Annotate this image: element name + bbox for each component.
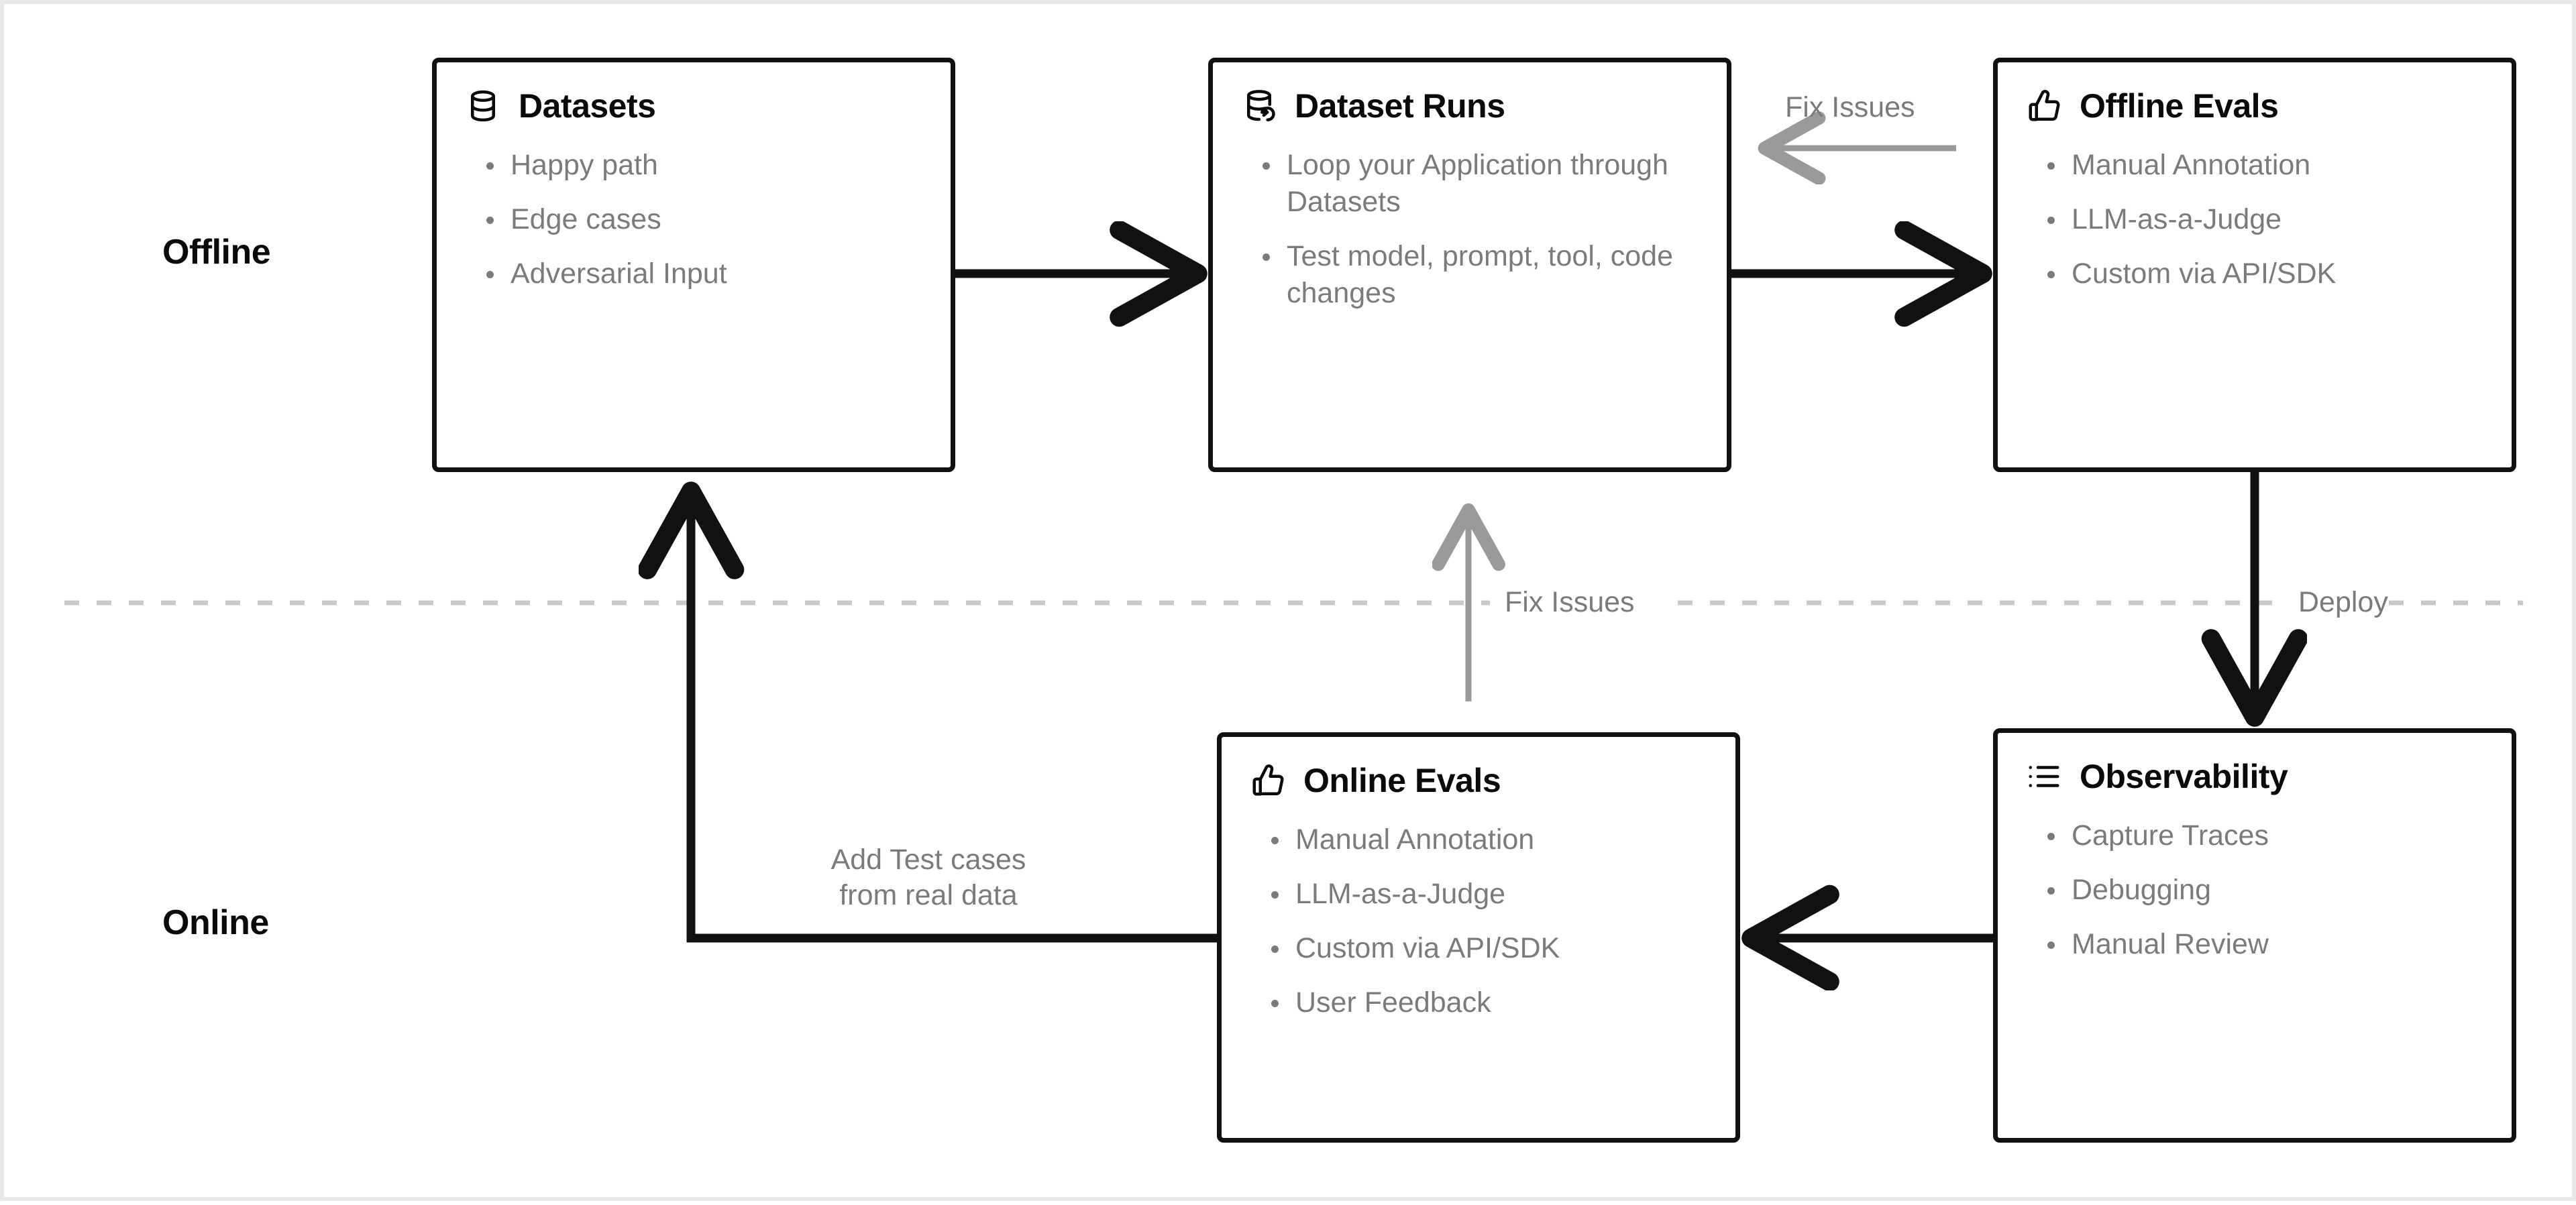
node-observability[interactable]: Observability Capture Traces Debugging M… [1993, 728, 2516, 1143]
node-offline-evals-bullets: Manual Annotation LLM-as-a-Judge Custom … [1998, 124, 2512, 292]
list-item: Custom via API/SDK [1266, 930, 1698, 967]
node-online-evals-bullets: Manual Annotation LLM-as-a-Judge Custom … [1222, 799, 1735, 1021]
edge-label-add-test-cases-line1: Add Test cases [830, 844, 1026, 876]
section-label-offline: Offline [162, 233, 271, 272]
node-observability-header: Observability [1998, 733, 2512, 795]
list-item: Adversarial Input [481, 255, 913, 292]
list-item: Test model, prompt, tool, code changes [1257, 238, 1689, 312]
list-item: LLM-as-a-Judge [1266, 876, 1698, 913]
node-dataset-runs[interactable]: Dataset Runs Loop your Application throu… [1208, 58, 1731, 472]
list-item: Manual Annotation [2042, 147, 2474, 184]
node-datasets-title: Datasets [519, 87, 656, 125]
list-item: Manual Annotation [1266, 821, 1698, 858]
node-online-evals[interactable]: Online Evals Manual Annotation LLM-as-a-… [1217, 732, 1740, 1143]
node-dataset-runs-bullets: Loop your Application through Datasets T… [1213, 124, 1727, 312]
list-item: LLM-as-a-Judge [2042, 201, 2474, 238]
list-item: Capture Traces [2042, 817, 2474, 854]
list-item: Manual Review [2042, 926, 2474, 963]
node-offline-evals[interactable]: Offline Evals Manual Annotation LLM-as-a… [1993, 58, 2516, 472]
node-datasets-header: Datasets [437, 62, 951, 124]
thumbs-up-icon [1250, 762, 1286, 799]
node-offline-evals-header: Offline Evals [1998, 62, 2512, 124]
node-online-evals-header: Online Evals [1222, 737, 1735, 799]
list-item: Loop your Application through Datasets [1257, 147, 1689, 221]
node-observability-bullets: Capture Traces Debugging Manual Review [1998, 795, 2512, 963]
node-dataset-runs-title: Dataset Runs [1295, 87, 1505, 125]
section-label-online: Online [162, 903, 269, 942]
node-online-evals-title: Online Evals [1303, 762, 1501, 799]
list-item: Happy path [481, 147, 913, 184]
list-tree-icon [2026, 758, 2062, 795]
node-datasets-bullets: Happy path Edge cases Adversarial Input [437, 124, 951, 292]
edge-label-add-test-cases: Add Test cases from real data [788, 842, 1069, 914]
node-dataset-runs-header: Dataset Runs [1213, 62, 1727, 124]
edge-label-deploy: Deploy [2298, 586, 2388, 618]
thumbs-up-icon [2026, 88, 2062, 124]
edge-label-fix-issues-top: Fix Issues [1785, 91, 1915, 123]
list-item: Debugging [2042, 872, 2474, 909]
list-item: Edge cases [481, 201, 913, 238]
edge-label-add-test-cases-line2: from real data [839, 879, 1018, 912]
list-item: Custom via API/SDK [2042, 255, 2474, 292]
database-icon [465, 88, 501, 124]
database-refresh-icon [1241, 88, 1277, 124]
node-datasets[interactable]: Datasets Happy path Edge cases Adversari… [432, 58, 955, 472]
list-item: User Feedback [1266, 984, 1698, 1021]
node-observability-title: Observability [2080, 758, 2288, 795]
edge-label-fix-issues-middle: Fix Issues [1505, 586, 1635, 618]
node-offline-evals-title: Offline Evals [2080, 87, 2279, 125]
